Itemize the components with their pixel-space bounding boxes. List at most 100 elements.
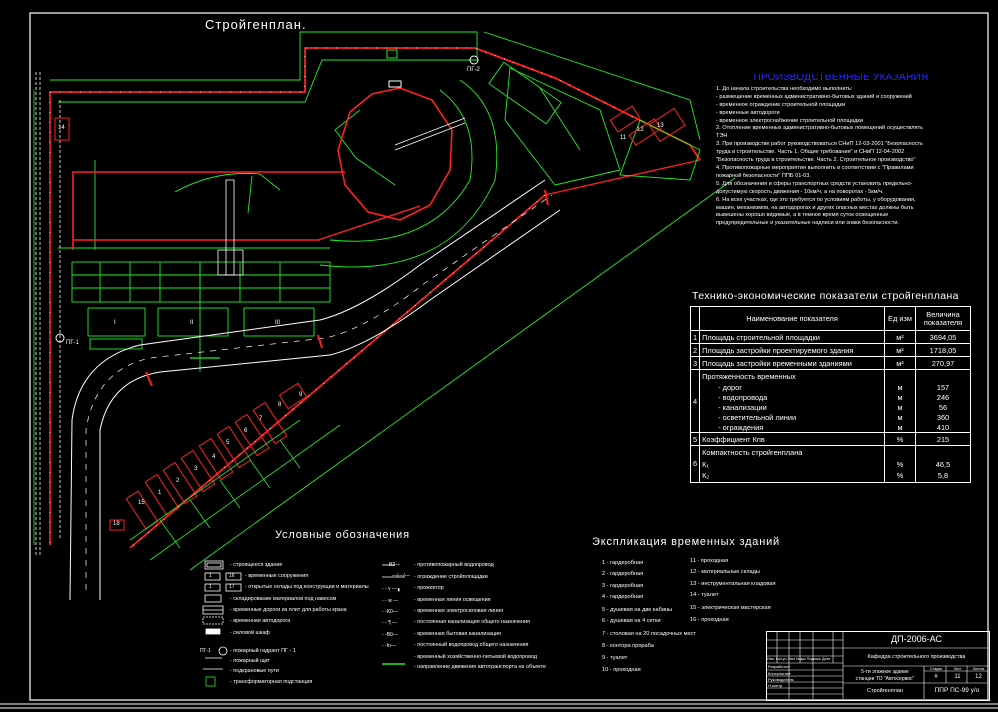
note-line: 6. На всех участках, где это требуется п… <box>716 196 916 203</box>
legend-item: - временный хозяйственно-питьевой водопр… <box>414 654 537 660</box>
legend-item: - временные сооружения <box>245 573 309 579</box>
list-item: 6 - душевая на 4 сетки <box>602 618 661 624</box>
building-11-label: 11 <box>620 135 627 141</box>
list-item: 3 - гардеробная <box>602 583 644 589</box>
tep-title: Технико-экономические показатели стройге… <box>692 290 959 302</box>
explication-title: Экспликация временных зданий <box>592 536 780 548</box>
building-12-label: 12 <box>637 127 644 133</box>
note-line: труда в строительстве. Часть 1. Общие тр… <box>716 149 905 156</box>
legend-item: - временная линия освещения <box>414 597 491 603</box>
stage-value: # <box>934 674 938 680</box>
legend-item: - временная бытовая канализация <box>414 631 501 637</box>
note-line: 3. При производстве работ руководствоват… <box>716 141 923 148</box>
building-5-label: 5 <box>226 440 230 446</box>
note-line: ТЭН <box>716 133 728 140</box>
project-name-2: станции ТО "Автосервис" <box>855 676 915 682</box>
list-item: 2 - гардеробная <box>602 571 644 577</box>
note-line: 5. Для обозначения и сферы транспортных … <box>716 180 913 187</box>
building-18-label: 18 <box>113 521 120 527</box>
building-8-label: 8 <box>278 402 282 408</box>
note-line: 4. Противопожарные мероприятия выполнить… <box>716 164 914 171</box>
hydrant-pg1-label: ПГ-1 <box>66 340 79 346</box>
sheet-number: 11 <box>954 674 961 680</box>
list-item: 7 - столовая на 20 посадочных мест <box>602 631 696 637</box>
temporary-buildings <box>54 105 686 531</box>
tep-header-name: Наименование показателя <box>699 306 885 331</box>
note-line: - временное электроснабжение строительно… <box>716 117 863 124</box>
legend-symbols <box>202 560 405 687</box>
note-line: вывешены хорошо видимые, а в темное врем… <box>716 212 889 219</box>
building-2-label: 2 <box>176 478 180 484</box>
sheet-count: 12 <box>975 674 982 680</box>
legend-item: - временная электросиловая линия <box>414 608 504 614</box>
legend-item: - пожарный щит <box>230 658 271 664</box>
power-cabinet-icon <box>388 80 402 88</box>
legend-item: - открытые склады под конструкции и мате… <box>245 584 369 590</box>
building-4-label: 4 <box>212 454 216 460</box>
note-line: - временные автодороги <box>716 109 780 116</box>
list-item: 15 - электрическая мастерская <box>690 605 771 611</box>
note-line: 2. Отопление временных административно-б… <box>716 125 924 132</box>
legend-item: - подкрановые пути <box>230 668 279 674</box>
building-7-label: 7 <box>259 416 263 422</box>
legend-item: - складирование материалов под навесом <box>230 596 337 602</box>
drawing-code: ДП-2006-АС <box>891 634 942 644</box>
revision-header: Изм. Кол.уч Лист №док Подпись Дата <box>767 657 830 661</box>
building-under-construction <box>72 87 466 276</box>
transformer-substation-icon <box>386 49 398 59</box>
hydrant-pg2-label: ПГ-2 <box>467 67 480 73</box>
legend-title: Условные обозначения <box>275 529 410 541</box>
building-6-label: 6 <box>244 428 248 434</box>
note-line: предупредительные и указательные надписи… <box>716 220 900 227</box>
site-fence <box>50 47 701 549</box>
legend-item: - противопожарный водопровод <box>414 562 494 568</box>
sheet-name: Стройгенплан <box>867 688 903 694</box>
legend-item: - строящееся здание <box>230 562 283 568</box>
tep-table: Наименование показателя Ед изм Величина … <box>689 306 971 483</box>
building-15-label: 15 <box>138 500 145 506</box>
temp-building-I-label: I <box>114 320 116 326</box>
department: Кафедра строительного производства <box>867 654 966 660</box>
title-block: Изм. Кол.уч Лист №док Подпись Дата Разра… <box>766 631 990 701</box>
legend-item: - прожектор <box>414 585 444 591</box>
sheet-frame <box>29 12 989 701</box>
legend-item: - ограждение стройплощадки <box>414 574 488 580</box>
note-line: "Безопасность труда в строительстве. Час… <box>716 157 916 164</box>
tep-header-value: Величина показателя <box>915 306 971 331</box>
legend-item: - направление движения автотранспорта на… <box>414 664 547 670</box>
temporary-road <box>69 179 561 601</box>
dimension-lines <box>50 31 736 571</box>
list-item: 11 - проходная <box>690 558 729 564</box>
temporary-building-zone <box>129 419 341 561</box>
note-line: - временное ограждение строительной площ… <box>716 101 846 108</box>
table-row: 4 Протяженность временных <box>689 369 971 433</box>
note-line: - размещение временных административно-б… <box>716 93 912 100</box>
legend-item: - постоянная канализация общего назначен… <box>414 619 530 625</box>
note-line: 1. До начала строительства необходимо вы… <box>716 85 853 92</box>
plan-title: Стройгенплан. <box>205 17 307 32</box>
building-9-label: 9 <box>299 392 303 398</box>
list-item: 1 - гардеробная <box>602 560 644 566</box>
title-block-grid <box>766 631 988 699</box>
building-3-label: 3 <box>194 466 198 472</box>
floodlight-icon: ◐ <box>397 585 402 594</box>
note-line: пожарной безопасности" ППБ 01-03. <box>716 172 811 179</box>
legend-item: - пожарный гидрант ПГ - 1 <box>230 648 296 654</box>
note-line: допустимую скорость движения - 10км/ч, а… <box>716 188 884 195</box>
legend-item: - временная автодорога <box>230 618 291 624</box>
list-item: 9 - туалет <box>602 655 628 661</box>
table-row: 6 Компактность стройгенплана <box>689 445 971 483</box>
temp-building-II-label: II <box>190 320 194 326</box>
building-14-label: 14 <box>58 125 65 131</box>
legend-item: - постоянный водопровод общего назначени… <box>414 642 529 648</box>
legend-item: - временные дороги из плит для работы кр… <box>230 607 347 613</box>
notes-title: ПРОИЗВОДСТВЕННЫЕ УКАЗАНИЯ <box>753 74 929 82</box>
building-1-label: 1 <box>158 490 162 496</box>
project-name: 5-ти этажное здание <box>861 669 909 675</box>
legend-item: - трансформаторная подстанция <box>230 679 313 685</box>
